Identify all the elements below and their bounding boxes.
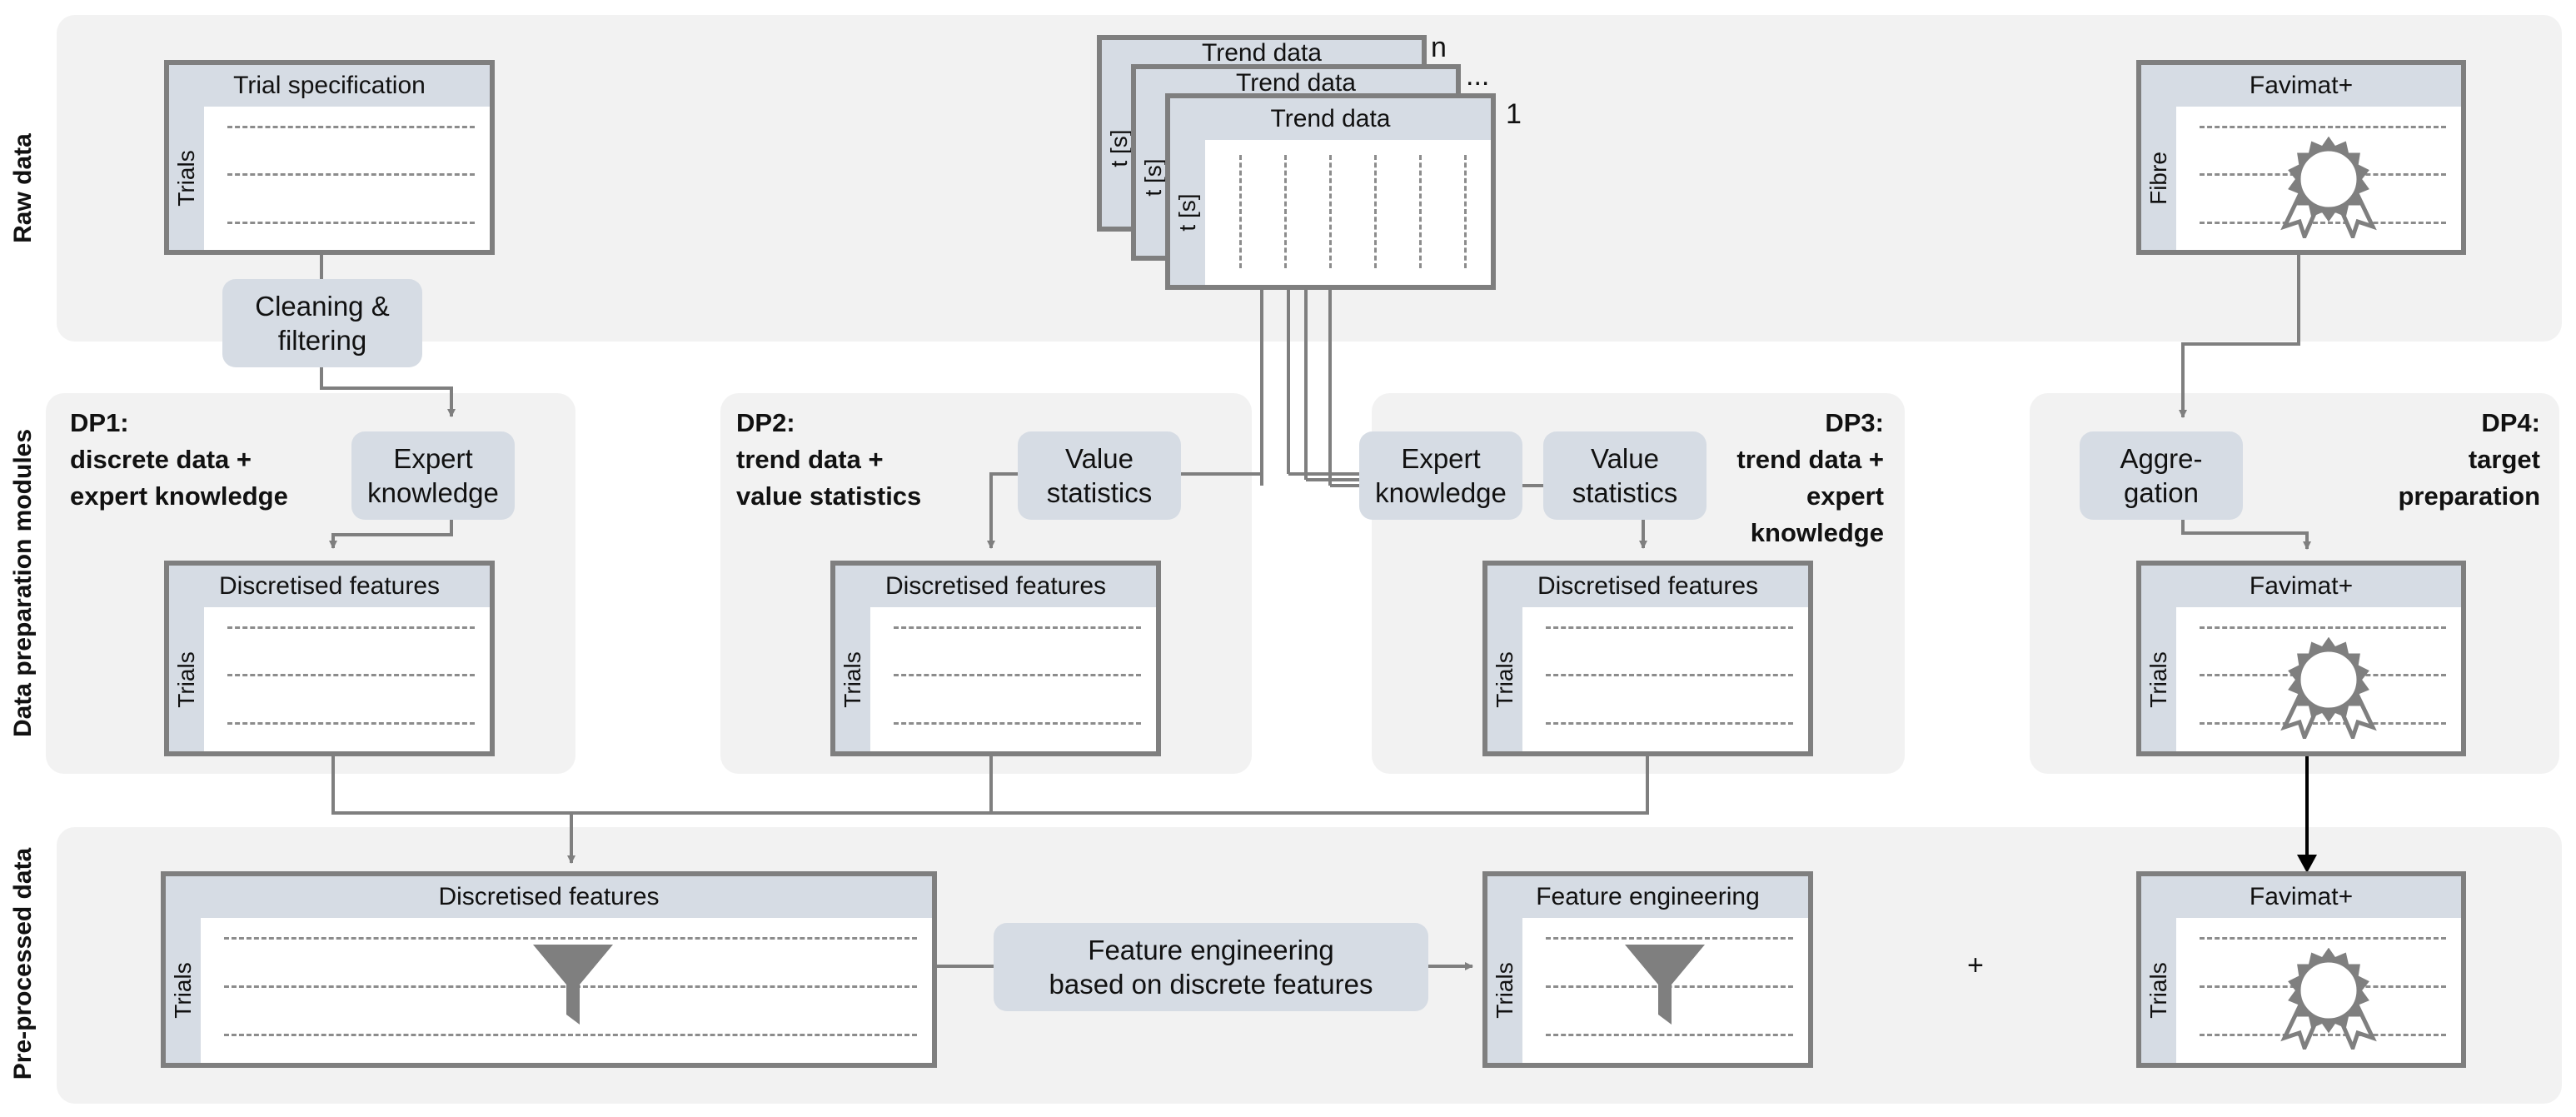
table-side-label: t [s] — [1170, 140, 1205, 285]
table-title: Favimat+ — [2141, 65, 2461, 107]
trend-count-n: n — [1431, 32, 1447, 63]
favimat-table-preprocessed: Favimat+ Trials — [2136, 871, 2466, 1068]
table-side-label: Trials — [169, 107, 204, 250]
table-title: Favimat+ — [2141, 876, 2461, 918]
plus-sign: + — [1967, 950, 1984, 981]
table-title: Trend data — [1170, 98, 1491, 140]
favimat-to-aggregation — [2179, 253, 2300, 418]
discretised-features-table-dp3: Discretised features Trials — [1482, 561, 1813, 756]
discretised-features-table-dp2: Discretised features Trials — [830, 561, 1161, 756]
discretised-features-table-dp1: Discretised features Trials — [164, 561, 495, 756]
table-title: Discretised features — [835, 566, 1156, 607]
feature-engineering-table-preprocessed: Feature engineering Trials — [1482, 871, 1813, 1068]
rosette-icon — [2280, 137, 2377, 238]
table-title: Discretised features — [166, 876, 932, 918]
table-side-label: Fibre — [2141, 107, 2176, 250]
trend-data-table-1: Trend data t [s] — [1165, 93, 1496, 290]
cleaning-filtering-process: Cleaning &filtering — [222, 279, 422, 367]
table-side-label: Trials — [166, 918, 201, 1063]
trend-count-1: 1 — [1506, 98, 1522, 130]
expert1-to-disc1 — [329, 518, 453, 549]
rosette-icon — [2280, 948, 2377, 1050]
table-title: Feature engineering — [1487, 876, 1808, 918]
favimat-raw-table: Favimat+ Fibre — [2136, 60, 2466, 255]
valstats2-to-disc2 — [987, 472, 1018, 549]
table-side-label: Trials — [2141, 918, 2176, 1063]
table-side-label: Trials — [169, 607, 204, 751]
table-title: Discretised features — [169, 566, 490, 607]
trial-spec-table: Trial specification Trials — [164, 60, 495, 255]
table-title: Discretised features — [1487, 566, 1808, 607]
dp1-title: DP1:discrete data +expert knowledge — [70, 408, 288, 511]
funnel-icon — [1625, 945, 1705, 1025]
table-side-label: Trials — [835, 607, 870, 751]
discretised-features-table-preprocessed: Discretised features Trials — [161, 871, 937, 1068]
favimat-table-dp4: Favimat+ Trials — [2136, 561, 2466, 756]
funnel-icon — [533, 945, 613, 1025]
trend-ellipsis: ... — [1466, 60, 1490, 92]
table-side-label: Trials — [2141, 607, 2176, 751]
aggregation-process: Aggre-gation — [2080, 431, 2243, 520]
table-side-label: Trials — [1487, 918, 1522, 1063]
aggregation-to-favimat — [2181, 519, 2311, 550]
table-title: Favimat+ — [2141, 566, 2461, 607]
cleaning-to-expert1 — [320, 367, 456, 417]
table-side-label: Trials — [1487, 607, 1522, 751]
rosette-icon — [2280, 637, 2377, 739]
table-title: Trial specification — [169, 65, 490, 107]
dp2-title: DP2:trend data +value statistics — [736, 408, 922, 511]
